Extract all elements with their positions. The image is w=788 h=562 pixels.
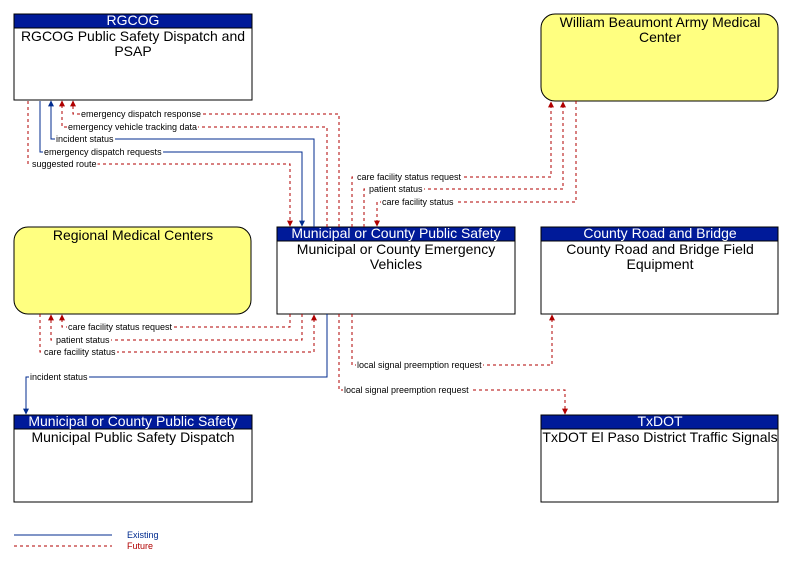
label-incident-status-rgcog: incident status [56, 134, 114, 144]
flow-emergency-dispatch-response[interactable] [70, 100, 340, 227]
flow-care-facility-status-rmc[interactable] [39, 314, 317, 353]
node-txdot[interactable]: TxDOT TxDOT El Paso District Traffic Sig… [540, 413, 779, 503]
label-local-signal-preemption-txdot: local signal preemption request [344, 385, 469, 395]
legend-existing-label: Existing [127, 530, 159, 540]
node-public-safety-dispatch[interactable]: Municipal or County Public Safety Munici… [13, 413, 253, 503]
node-txdot-header: TxDOT [637, 413, 683, 429]
label-emergency-dispatch-requests: emergency dispatch requests [44, 147, 162, 157]
legend-future-label: Future [127, 541, 153, 551]
flow-emergency-vehicle-tracking-data[interactable] [59, 100, 328, 227]
flow-label-backing [356, 172, 463, 182]
node-txdot-title: TxDOT El Paso District Traffic Signals [542, 429, 777, 445]
flow-emergency-dispatch-requests[interactable] [39, 101, 305, 227]
node-rgcog-title-line2: PSAP [114, 43, 151, 59]
flow-label-backing [368, 184, 425, 194]
flow-care-facility-status-request-wb[interactable] [351, 101, 554, 227]
node-vehicles-title-line1: Municipal or County Emergency [297, 241, 495, 257]
node-wbamc-title-line2: Center [639, 29, 681, 45]
flow-care-facility-status-wb[interactable] [374, 101, 577, 227]
label-care-facility-status-rmc: care facility status [44, 347, 116, 357]
flow-incident-status-rgcog[interactable] [48, 100, 315, 227]
node-wbamc[interactable]: William Beaumont Army Medical Center [540, 13, 779, 102]
flow-patient-status-wb[interactable] [363, 101, 566, 227]
label-suggested-route: suggested route [32, 159, 97, 169]
flow-label-backing [55, 335, 112, 345]
label-incident-status-dispatch: incident status [30, 372, 88, 382]
node-county-road-bridge[interactable]: County Road and Bridge County Road and B… [540, 225, 779, 315]
flow-patient-status-rmc[interactable] [48, 314, 303, 341]
flow-label-backing [67, 322, 174, 332]
node-vehicles-title-line2: Vehicles [370, 256, 422, 272]
node-rgcog-header: RGCOG [107, 12, 160, 28]
flow-label-backing [356, 360, 484, 370]
node-rgcog[interactable]: RGCOG RGCOG Public Safety Dispatch and P… [13, 12, 253, 101]
flow-label-backing [80, 109, 203, 119]
flow-label-backing [67, 122, 199, 132]
node-regional-medical-centers[interactable]: Regional Medical Centers [13, 226, 252, 315]
node-county-road-title-line1: County Road and Bridge Field [566, 241, 754, 257]
node-rgcog-title-line1: RGCOG Public Safety Dispatch and [21, 28, 245, 44]
flow-label-backing [55, 134, 116, 144]
flow-care-facility-status-request-rmc[interactable] [59, 314, 291, 328]
flow-suggested-route[interactable] [27, 101, 293, 227]
label-patient-status-rmc: patient status [56, 335, 110, 345]
flow-label-backing [43, 147, 164, 157]
node-emergency-vehicles[interactable]: Municipal or County Public Safety Munici… [276, 225, 516, 315]
node-county-road-title-line2: Equipment [627, 256, 694, 272]
node-vehicles-header: Municipal or County Public Safety [291, 225, 500, 241]
flow-label-backing [343, 385, 471, 395]
flow-local-signal-preemption-county[interactable] [351, 314, 555, 366]
node-dispatch-header: Municipal or County Public Safety [28, 413, 237, 429]
label-local-signal-preemption-county: local signal preemption request [357, 360, 482, 370]
node-county-road-header: County Road and Bridge [583, 225, 737, 241]
flow-label-backing [381, 197, 456, 207]
flow-label-backing [43, 347, 118, 357]
label-care-facility-status-request-wb: care facility status request [357, 172, 462, 182]
node-regional-title: Regional Medical Centers [53, 227, 213, 243]
legend: Existing Future [14, 530, 159, 551]
node-wbamc-title-line1: William Beaumont Army Medical [560, 14, 761, 30]
label-emergency-dispatch-response: emergency dispatch response [81, 109, 201, 119]
flow-label-backing [29, 372, 90, 382]
label-patient-status-wb: patient status [369, 184, 423, 194]
label-emergency-vehicle-tracking-data: emergency vehicle tracking data [68, 122, 197, 132]
node-dispatch-title: Municipal Public Safety Dispatch [31, 429, 234, 445]
flow-incident-status-dispatch[interactable] [23, 314, 328, 415]
label-care-facility-status-wb: care facility status [382, 197, 454, 207]
label-care-facility-status-request-rmc: care facility status request [68, 322, 173, 332]
flow-label-backing [31, 159, 98, 169]
